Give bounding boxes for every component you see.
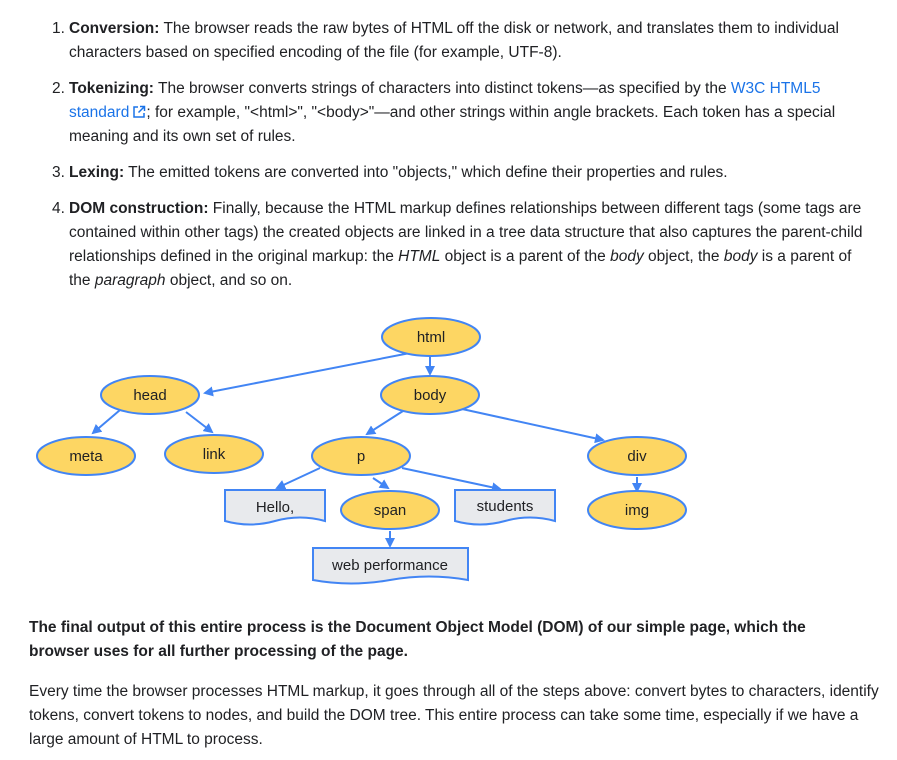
step-text: Finally, because the HTML markup defines… bbox=[69, 200, 863, 265]
step-number: 2. bbox=[52, 80, 65, 97]
node-img: img bbox=[587, 490, 687, 530]
node-web-performance-label: web performance bbox=[331, 557, 448, 574]
node-link-label: link bbox=[203, 446, 226, 463]
step-emphasis: body bbox=[610, 248, 644, 265]
edge-p-students bbox=[401, 467, 502, 493]
step-number: 1. bbox=[52, 20, 65, 37]
edge-body-p bbox=[365, 410, 404, 436]
step-emphasis: paragraph bbox=[94, 272, 166, 289]
step-text: The browser reads the raw bytes of HTML … bbox=[69, 20, 839, 61]
step-text: object is a parent of the bbox=[440, 248, 611, 265]
step-body: Tokenizing: The browser converts strings… bbox=[69, 77, 869, 149]
node-hello: Hello, bbox=[224, 489, 326, 526]
node-students: students bbox=[454, 489, 556, 526]
node-link-shape bbox=[164, 434, 264, 474]
node-span-label: span bbox=[374, 502, 407, 519]
node-div: div bbox=[587, 436, 687, 476]
edge-head-meta bbox=[91, 409, 121, 435]
step-body: Lexing: The emitted tokens are converted… bbox=[69, 161, 869, 185]
step-term: Lexing: bbox=[69, 164, 125, 181]
step-number: 3. bbox=[52, 164, 65, 181]
dom-tree-diagram: html head body meta link p div Hello, sp… bbox=[36, 317, 687, 585]
node-students-shape bbox=[454, 489, 556, 526]
node-meta: meta bbox=[36, 436, 136, 476]
node-body-label: body bbox=[414, 387, 447, 404]
edge-p-span bbox=[372, 477, 390, 490]
node-body-shape bbox=[380, 375, 480, 415]
node-img-shape bbox=[587, 490, 687, 530]
node-link: link bbox=[164, 434, 264, 474]
node-span-shape bbox=[340, 490, 440, 530]
node-head-shape bbox=[100, 375, 200, 415]
step-body: Conversion: The browser reads the raw by… bbox=[69, 17, 869, 65]
step-text: object, the bbox=[643, 248, 724, 265]
summary-statement: The final output of this entire process … bbox=[29, 619, 806, 660]
step-text: The emitted tokens are converted into "o… bbox=[124, 164, 728, 181]
node-meta-label: meta bbox=[69, 448, 103, 465]
node-meta-shape bbox=[36, 436, 136, 476]
step-emphasis: body bbox=[723, 248, 758, 265]
node-web-performance: web performance bbox=[312, 547, 469, 585]
node-div-label: div bbox=[627, 448, 647, 465]
node-hello-label: Hello, bbox=[256, 499, 294, 516]
node-web-performance-shape bbox=[312, 547, 469, 585]
node-head: head bbox=[100, 375, 200, 415]
step-body: DOM construction: Finally, because the H… bbox=[69, 197, 869, 293]
edge-head-link bbox=[185, 411, 214, 434]
link-label: W3C HTML5 standard bbox=[69, 80, 821, 121]
edge-p-hello bbox=[275, 467, 321, 490]
step-emphasis: HTML bbox=[398, 248, 441, 265]
step-term: DOM construction: bbox=[69, 200, 209, 217]
step-text: object, and so on. bbox=[165, 272, 293, 289]
node-p-shape bbox=[311, 436, 411, 476]
node-span: span bbox=[340, 490, 440, 530]
node-p: p bbox=[311, 436, 411, 476]
node-html-label: html bbox=[417, 329, 445, 346]
process-paragraph: Every time the browser processes HTML ma… bbox=[29, 683, 879, 748]
w3c-html5-standard-link[interactable]: W3C HTML5 standard bbox=[69, 80, 820, 121]
step-term: Conversion: bbox=[69, 20, 160, 37]
node-div-shape bbox=[587, 436, 687, 476]
tree-edges bbox=[91, 352, 642, 548]
step-term: Tokenizing: bbox=[69, 80, 154, 97]
node-hello-shape bbox=[224, 489, 326, 526]
node-html-shape bbox=[381, 317, 481, 357]
step-text: ; for example, "<html>", "<body>"—and ot… bbox=[69, 104, 836, 145]
node-students-label: students bbox=[477, 498, 534, 515]
node-html: html bbox=[381, 317, 481, 357]
external-link-icon bbox=[133, 105, 146, 118]
edge-html-head bbox=[203, 352, 411, 397]
step-text: is a parent of the bbox=[69, 248, 852, 289]
node-img-label: img bbox=[625, 502, 649, 519]
node-p-label: p bbox=[357, 448, 365, 465]
step-text: The browser converts strings of characte… bbox=[153, 80, 731, 97]
node-body: body bbox=[380, 375, 480, 415]
edge-body-div bbox=[461, 408, 605, 444]
node-head-label: head bbox=[133, 387, 166, 404]
step-number: 4. bbox=[52, 200, 65, 217]
